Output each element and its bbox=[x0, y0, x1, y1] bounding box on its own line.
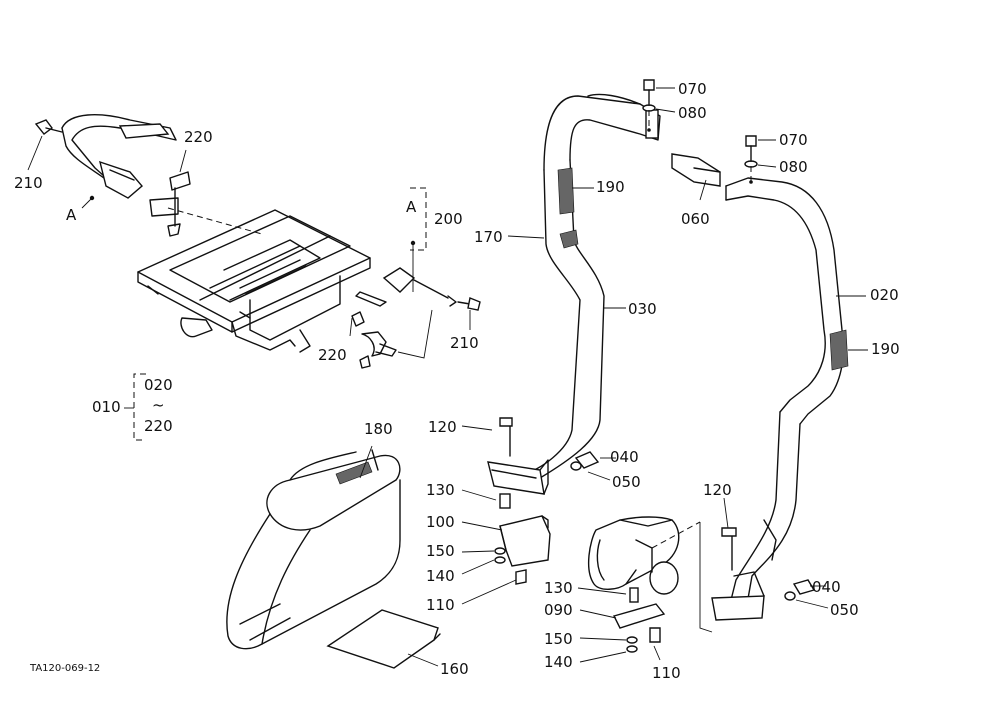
callout-020: 020 bbox=[870, 286, 899, 304]
callout-140-a: 140 bbox=[426, 567, 455, 585]
left-hardware bbox=[494, 417, 600, 585]
callout-070-a: 070 bbox=[678, 80, 707, 98]
callout-030: 030 bbox=[628, 300, 657, 318]
callout-170: 170 bbox=[474, 228, 503, 246]
callout-190-a: 190 bbox=[596, 178, 625, 196]
callout-210-b: 210 bbox=[450, 334, 479, 352]
callout-080-b: 080 bbox=[779, 158, 808, 176]
seat-frame-assembly bbox=[137, 207, 387, 353]
callout-140-b: 140 bbox=[544, 653, 573, 671]
group-bracket bbox=[124, 373, 146, 441]
callout-220-a: 220 bbox=[184, 128, 213, 146]
detail-ref-a-left: A bbox=[66, 206, 77, 224]
group-label-010: 010 bbox=[92, 398, 121, 416]
group-range-end: 220 bbox=[144, 417, 173, 435]
floor-mat bbox=[326, 609, 441, 669]
seat-cushion bbox=[226, 449, 401, 650]
callout-050-b: 050 bbox=[830, 601, 859, 619]
pivot-housing bbox=[587, 516, 816, 653]
callout-180: 180 bbox=[364, 420, 393, 438]
callout-150-b: 150 bbox=[544, 630, 573, 648]
group-range-separator: ~ bbox=[152, 396, 165, 414]
callout-150-a: 150 bbox=[426, 542, 455, 560]
callout-220-b: 220 bbox=[318, 346, 347, 364]
callout-120-a: 120 bbox=[428, 418, 457, 436]
callout-130-a: 130 bbox=[426, 481, 455, 499]
seat-belt-assembly bbox=[34, 114, 191, 237]
assembly-bracket bbox=[410, 187, 427, 292]
callout-090: 090 bbox=[544, 601, 573, 619]
callout-110-a: 110 bbox=[426, 596, 455, 614]
callout-040-b: 040 bbox=[812, 578, 841, 596]
group-range-start: 020 bbox=[144, 376, 173, 394]
callout-130-b: 130 bbox=[544, 579, 573, 597]
callout-050-a: 050 bbox=[612, 473, 641, 491]
callout-200: 200 bbox=[434, 210, 463, 228]
rops-frame-right bbox=[711, 177, 849, 621]
callout-070-b: 070 bbox=[779, 131, 808, 149]
callout-190-b: 190 bbox=[871, 340, 900, 358]
callout-080-a: 080 bbox=[678, 104, 707, 122]
callout-110-b: 110 bbox=[652, 664, 681, 682]
callout-040-a: 040 bbox=[610, 448, 639, 466]
callout-210-a: 210 bbox=[14, 174, 43, 192]
rops-frame-left bbox=[487, 93, 661, 495]
callout-120-b: 120 bbox=[703, 481, 732, 499]
callout-160: 160 bbox=[440, 660, 469, 678]
seat-belt-buckle bbox=[351, 267, 481, 369]
detail-ref-a-right: A bbox=[406, 198, 417, 216]
callout-100: 100 bbox=[426, 513, 455, 531]
top-bolts bbox=[642, 79, 758, 184]
drawing-code: TA120-069-12 bbox=[30, 663, 101, 674]
callout-060: 060 bbox=[681, 210, 710, 228]
callout-leaders bbox=[27, 87, 868, 667]
clamp-bracket bbox=[671, 153, 721, 187]
